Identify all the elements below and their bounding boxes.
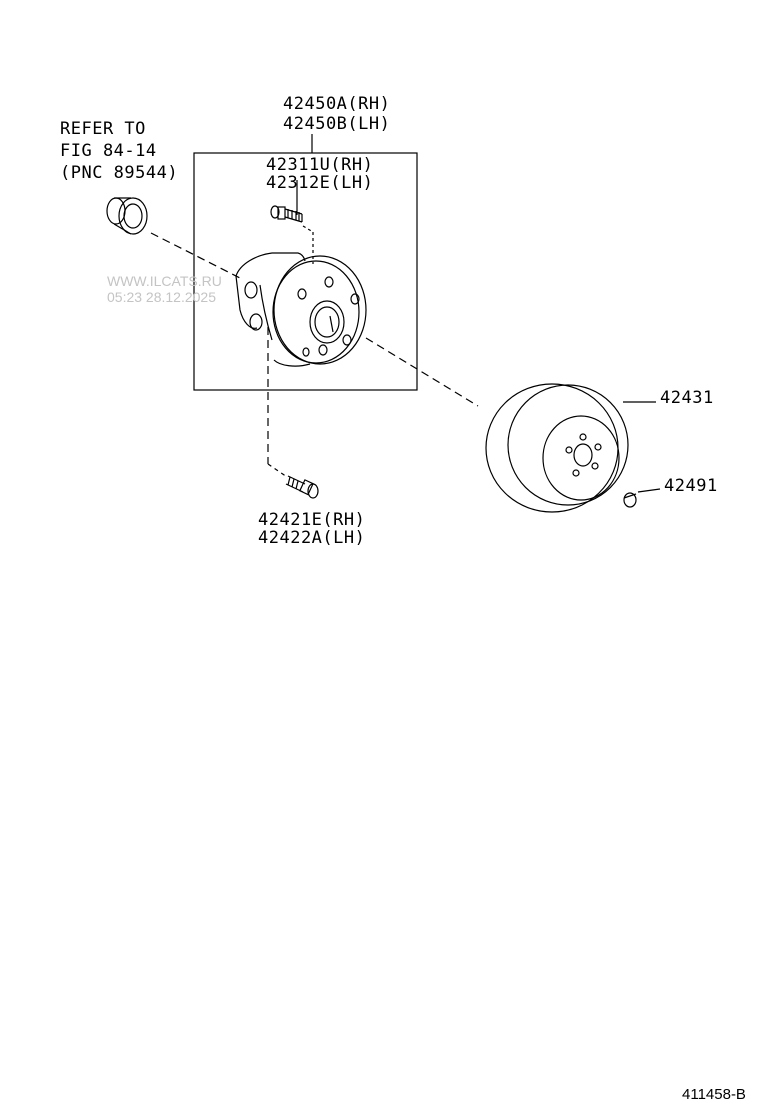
figure-number: 411458-B [682,1086,746,1103]
bearing-part [106,197,241,279]
refer-line-2: FIG 84-14 [60,141,157,161]
hub-bolt-label-rh: 42311U(RH) [266,155,374,175]
hub-assembly-part [235,252,479,407]
mount-bolt-part [267,327,319,499]
refer-line-1: REFER TO [60,119,146,139]
mount-bolt-label-rh: 42421E(RH) [258,510,366,530]
hub-assembly-label-rh: 42450A(RH) [283,94,391,114]
disc-label: 42431 [660,388,714,408]
brake-disc-part [485,383,656,513]
watermark-site: WWW.ILCATS.RU [107,273,222,289]
watermark-timestamp: 05:23 28.12.2025 [107,289,216,305]
plug-label: 42491 [664,476,718,496]
plug-part [623,488,661,508]
hub-assembly-label-lh: 42450B(LH) [283,114,391,134]
hub-bolt-label-lh: 42312E(LH) [266,173,374,193]
assembly-frame [193,152,418,391]
refer-line-3: (PNC 89544) [60,163,179,183]
hub-bolt-part [270,180,314,264]
mount-bolt-label-lh: 42422A(LH) [258,528,366,548]
